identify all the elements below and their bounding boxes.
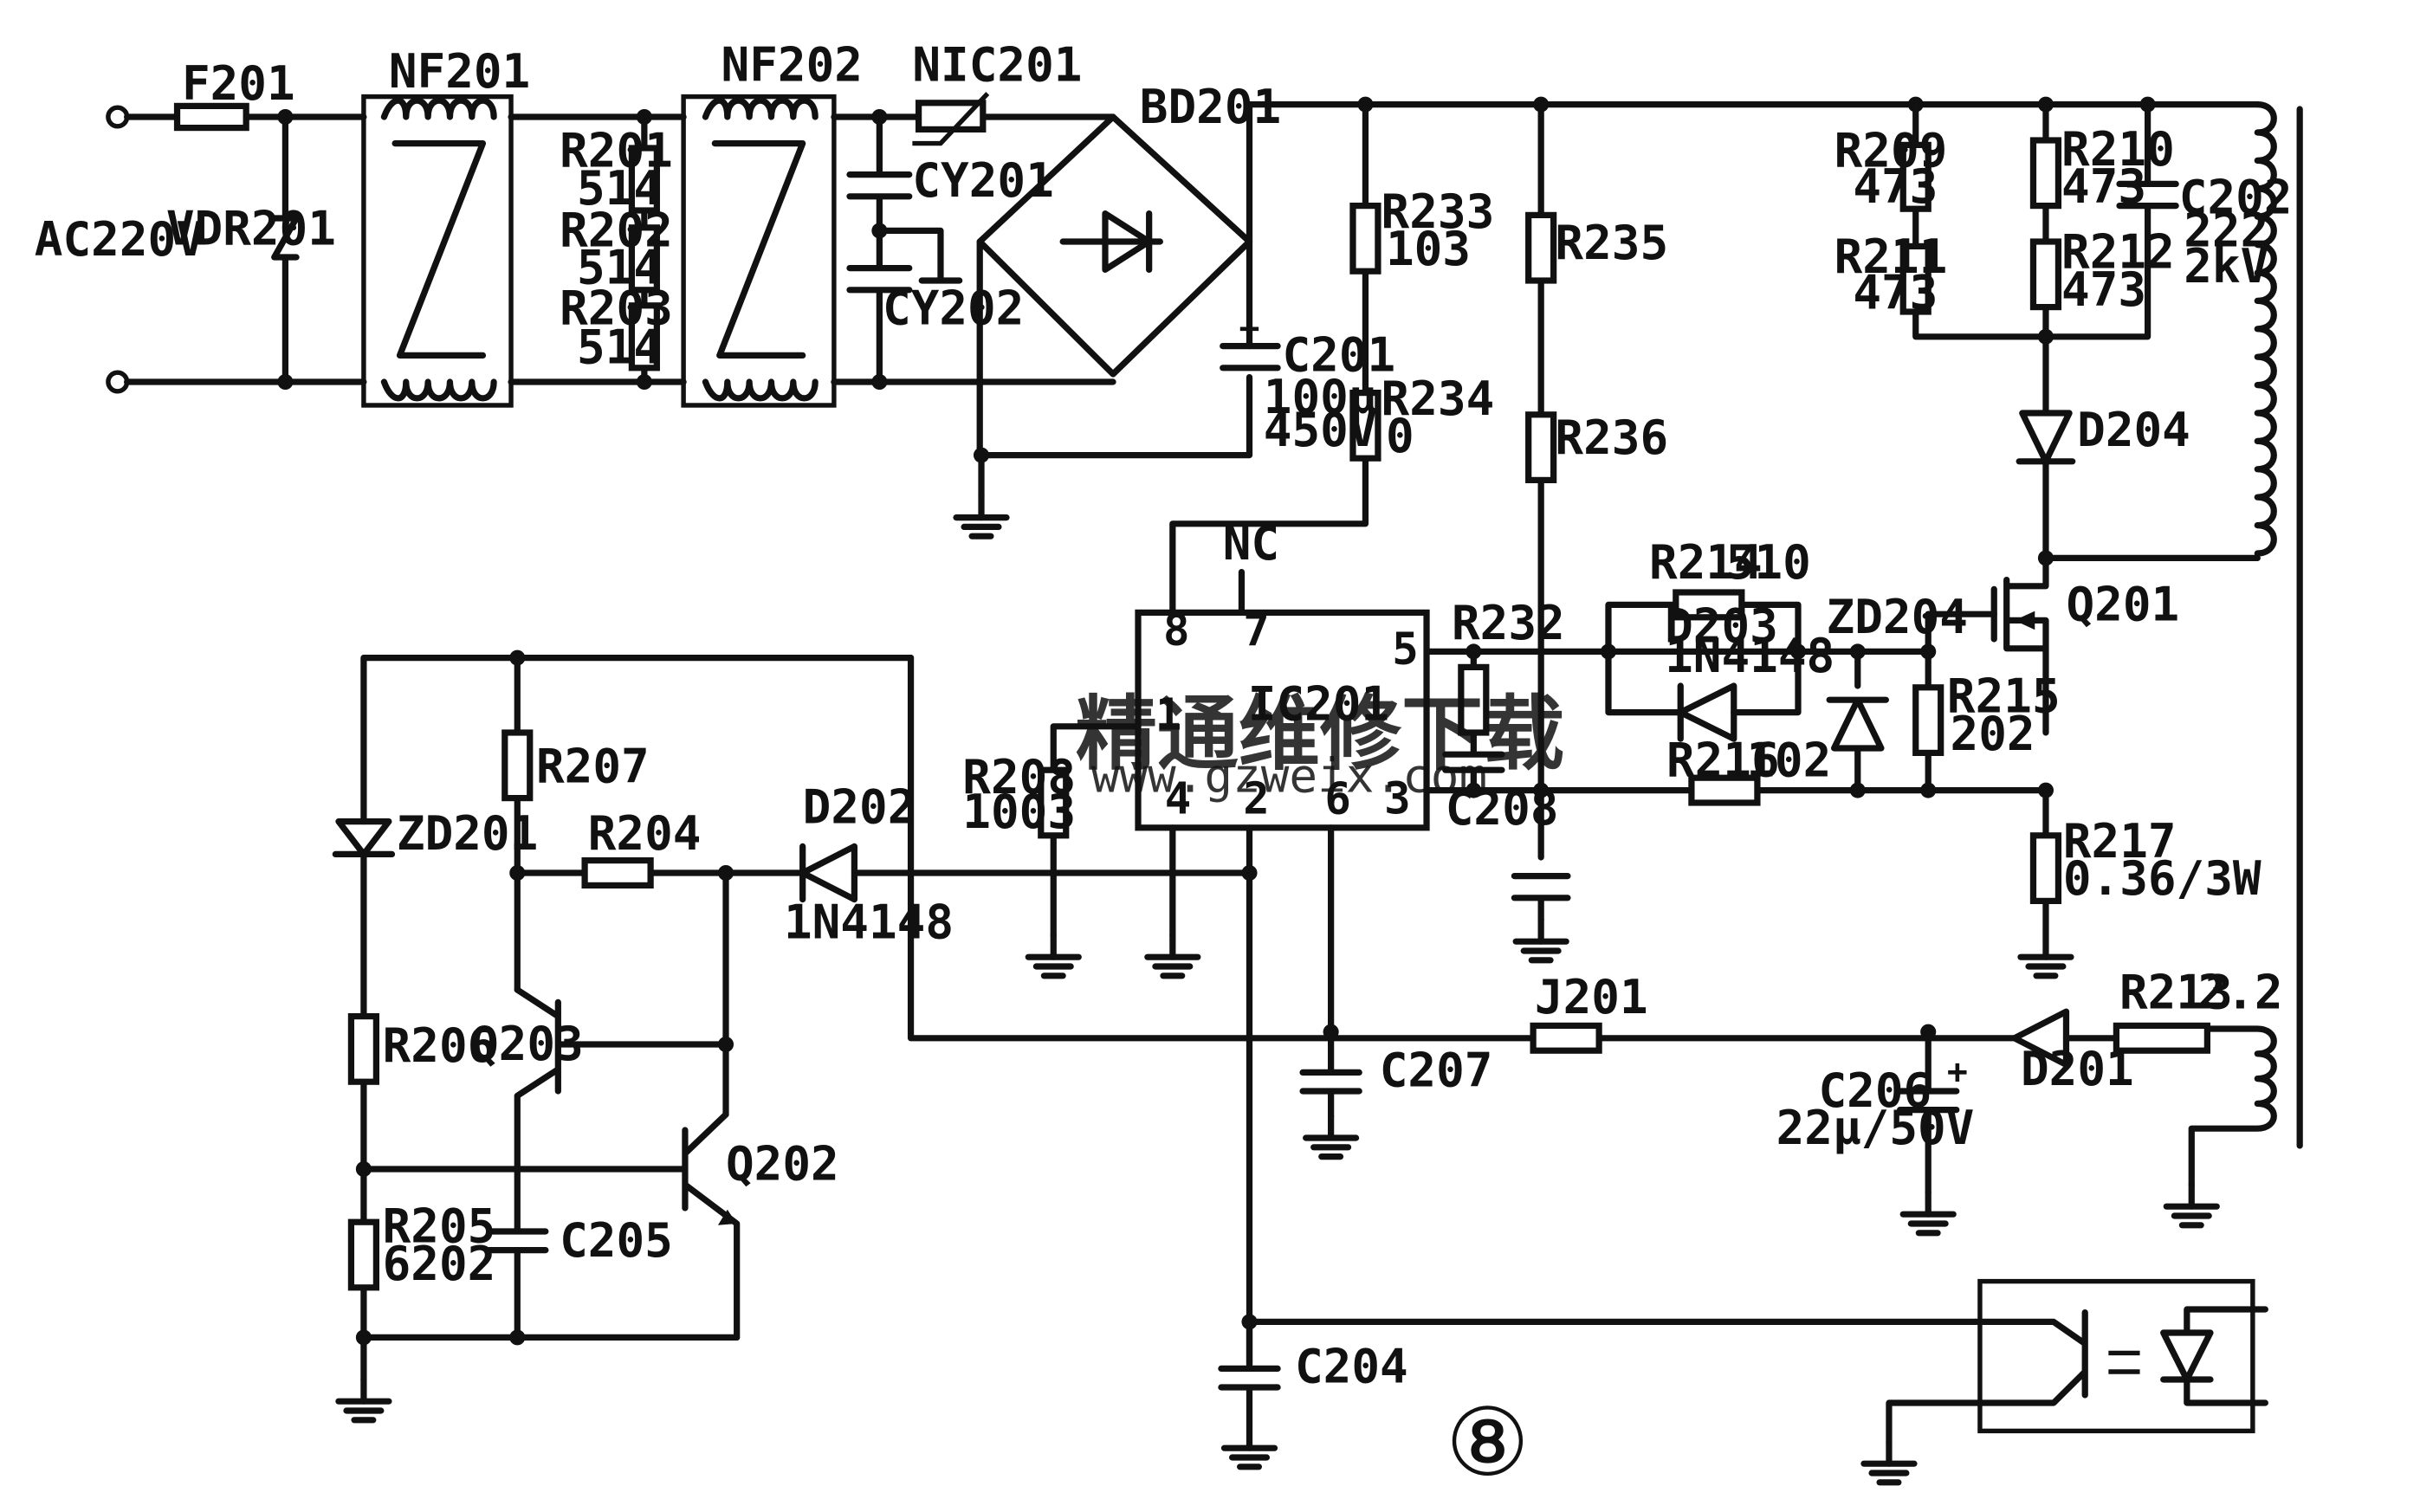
label-c208: C208 [1446,781,1559,836]
label-r233-val: 103 [1386,222,1471,276]
filter-nf202 [681,94,837,408]
label-d202-val: 1N4148 [784,895,954,950]
label-c201-volt: 450V [1264,403,1377,457]
label-f201: F201 [182,56,295,111]
label-nf201: NF201 [389,44,530,99]
filter-nf201 [361,94,514,408]
label-r205-val: 6202 [383,1237,496,1291]
ic201-pin4: 4 [1165,773,1192,824]
label-vdr201: VDR201 [166,202,336,256]
label-r217-val: 0.36/3W [2063,851,2262,906]
page-number: ⑧ [1446,1387,1530,1497]
svg-text:+: + [1947,1052,1968,1092]
label-r234-val: 0 [1386,409,1414,463]
label-r208-val: 1003 [962,785,1076,839]
label-r215-val: 202 [1951,707,2035,761]
label-c201-cap: 100μ [1264,370,1377,424]
label-d202: D202 [803,780,916,835]
label-r217: R217 [2063,814,2177,869]
ic201 [1028,609,2049,1367]
label-d203: D203 [1665,599,1778,654]
label-c205: C205 [560,1213,673,1268]
label-nc: NC [1223,516,1279,571]
label-r233: R233 [1382,184,1495,239]
label-r205: R205 [383,1199,496,1254]
label-r214-val: 510 [1726,535,1811,590]
fuse-f201 [173,102,249,132]
label-r211: R211 [1834,229,1948,284]
label-q202: Q202 [726,1137,839,1192]
varistor-vdr201 [271,215,300,261]
label-r214: R214 [1649,535,1763,590]
label-r234: R234 [1382,372,1495,426]
label-r215: R215 [1947,669,2061,724]
label-cy202: CY202 [883,281,1024,336]
label-zd201: ZD201 [397,806,538,861]
label-r206: R206 [383,1018,496,1073]
ic201-pin2: 2 [1243,773,1270,824]
label-r208: R208 [962,750,1076,804]
label-nf202: NF202 [721,38,863,93]
label-r216: R216 [1666,733,1780,788]
ic201-pin6: 6 [1324,773,1351,824]
label-ic201: IC201 [1248,677,1389,732]
ic201-pin7: 7 [1243,604,1270,656]
label-r201-val: 514 [577,161,662,216]
label-r216-val: 102 [1746,733,1831,788]
label-d204: D204 [2077,403,2190,457]
label-j201: J201 [1535,970,1648,1024]
label-d203-val: 1N4148 [1665,629,1834,683]
label-d201: D201 [2021,1042,2134,1096]
label-r235: R235 [1555,216,1668,270]
label-r202-val: 514 [577,241,662,295]
ic201-pin3: 3 [1384,773,1411,824]
label-r236: R236 [1555,410,1668,465]
ic201-pin1: 1 [1155,689,1182,740]
label-q201: Q201 [2066,578,2179,632]
optocoupler [1864,1278,2268,1483]
label-r203-val: 514 [577,320,662,375]
label-c202-volt: 2kV [2184,239,2268,294]
label-r212: R212 [2061,225,2175,280]
mosfet-q201 [1925,554,2049,736]
label-r212-val: 473 [2061,262,2146,317]
label-r210: R210 [2061,122,2175,177]
label-r232: R232 [1452,596,1565,650]
label-r202: R202 [560,204,673,258]
label-r201: R201 [560,124,673,178]
label-r203: R203 [560,281,673,336]
transformer-primary [2254,101,2277,557]
label-c202-cap: 222 [2184,204,2268,258]
label-r209: R209 [1834,124,1948,178]
label-nic201: NIC201 [912,38,1082,93]
svg-text:+: + [1239,308,1260,348]
label-r210-val: 473 [2061,159,2146,214]
label-c207: C207 [1380,1044,1493,1098]
label-c206: C206 [1819,1063,1932,1118]
ic201-pin5: 5 [1392,624,1419,675]
label-bd201: BD201 [1140,80,1281,134]
label-r204: R204 [588,806,702,861]
watermark-url: www.gzweix.com [1091,749,1487,804]
watermark-text: 精通维修下载 [1076,688,1565,782]
label-c204: C204 [1295,1340,1408,1394]
label-q203: Q203 [470,1017,584,1071]
label-c206-val: 22μ/50V [1776,1101,1975,1155]
label-r213-val: 2.2 [2198,966,2283,1020]
label-r207: R207 [536,740,650,794]
label-c201: C201 [1283,328,1396,383]
label-ac-input: AC220V [35,212,204,267]
input-section [106,92,1116,408]
label-r209-val: 473 [1853,159,1938,214]
label-r213: R213 [2119,966,2233,1020]
label-r211-val: 473 [1853,266,1938,320]
label-cy201: CY201 [912,153,1053,208]
label-c202: C202 [2179,171,2293,225]
ic201-pin8: 8 [1163,604,1190,656]
label-zd204: ZD204 [1827,590,1968,644]
